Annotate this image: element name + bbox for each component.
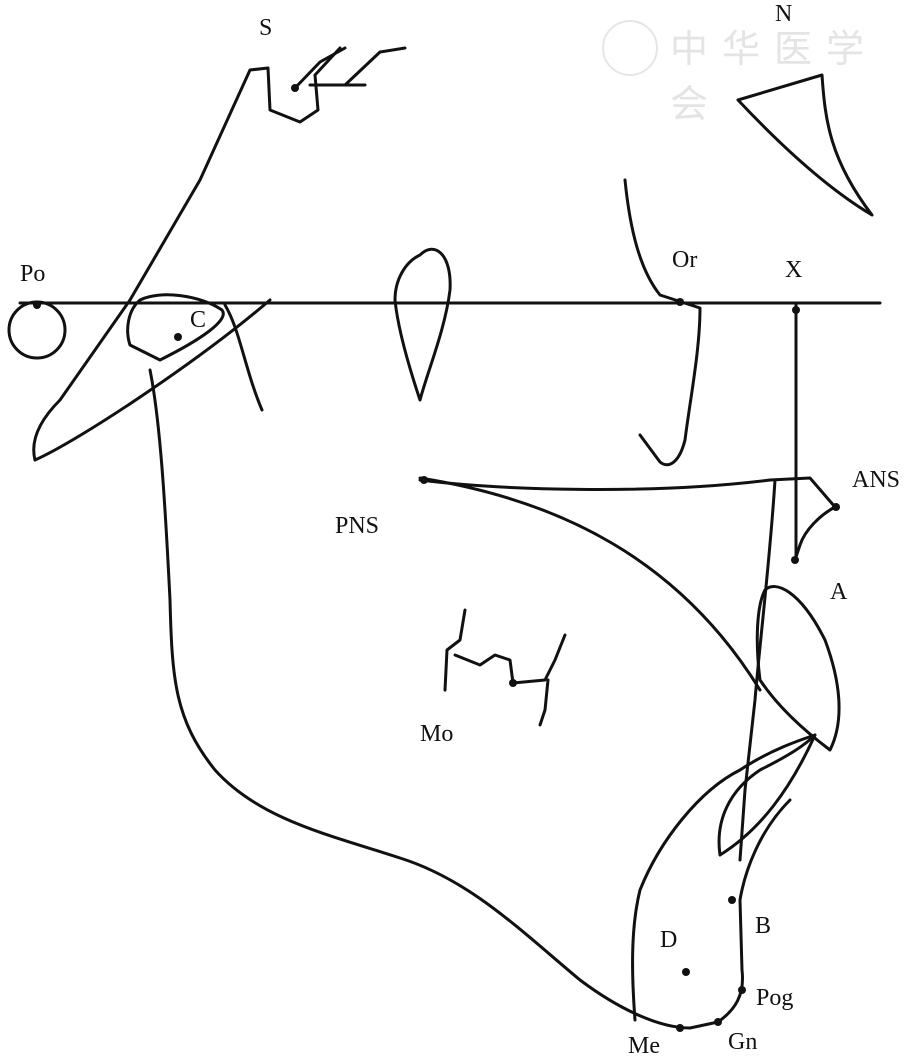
label-ANS: ANS — [852, 467, 901, 493]
point-ANS — [832, 503, 840, 511]
label-A: A — [830, 579, 848, 605]
label-N: N — [775, 1, 793, 27]
label-Me: Me — [628, 1033, 660, 1059]
anterior-maxilla-line — [738, 478, 777, 862]
point-S — [291, 84, 299, 92]
ptm-fissure — [393, 247, 452, 402]
point-X — [792, 306, 800, 314]
label-Pog: Pog — [756, 985, 794, 1011]
condyle-outline — [126, 293, 225, 362]
orbit-outline — [623, 178, 702, 467]
label-S: S — [259, 15, 273, 41]
label-Or: Or — [672, 247, 698, 273]
point-B — [728, 896, 736, 904]
label-B: B — [755, 913, 772, 939]
watermark: 中华医学会 — [670, 27, 879, 126]
upper-incisor — [755, 585, 841, 752]
lower-incisor — [717, 733, 817, 857]
label-D: D — [660, 927, 678, 953]
palate-curve — [418, 476, 762, 692]
label-PNS: PNS — [335, 513, 380, 539]
molar-outline — [443, 608, 567, 727]
point-C — [174, 333, 182, 341]
point-Po — [33, 301, 41, 309]
symphysis-outline — [631, 733, 817, 1022]
label-C: C — [190, 307, 207, 333]
coronoid-line — [223, 303, 264, 412]
label-Gn: Gn — [728, 1029, 758, 1055]
label-X: X — [785, 257, 803, 283]
point-PNS — [420, 476, 428, 484]
sella-lines — [293, 46, 407, 90]
point-Mo — [509, 679, 517, 687]
nasion-outline — [736, 73, 874, 217]
point-A — [791, 556, 799, 564]
point-Gn — [714, 1018, 722, 1026]
mandible-outline — [148, 368, 792, 1030]
point-Me — [676, 1024, 684, 1032]
point-Pog — [738, 986, 746, 994]
watermark-seal-icon — [602, 20, 658, 76]
point-D — [682, 968, 690, 976]
label-Po: Po — [20, 261, 46, 287]
landmark-points — [33, 84, 840, 1032]
cranial-base-outline — [32, 46, 342, 462]
point-Or — [676, 298, 684, 306]
porion-circle — [7, 300, 67, 360]
zygomatic-outline — [33, 298, 272, 462]
label-Mo: Mo — [420, 721, 454, 747]
maxilla-outline — [418, 476, 837, 562]
